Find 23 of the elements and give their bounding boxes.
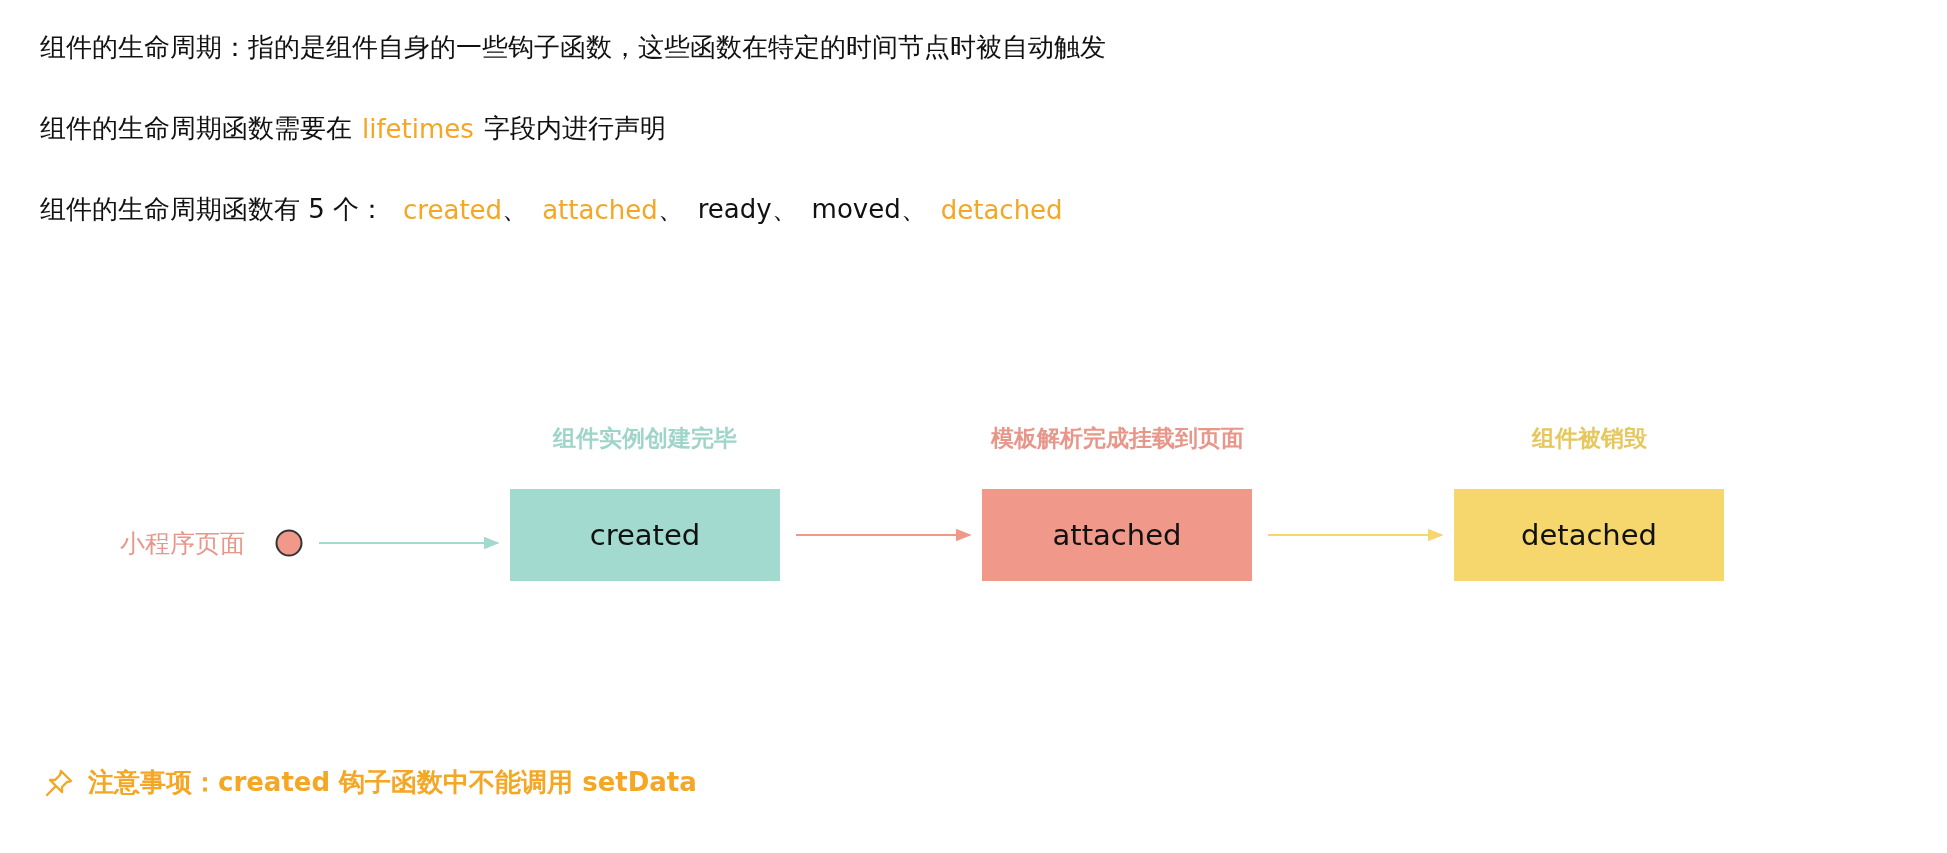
stage-heading: 组件被销毁: [1530, 424, 1648, 453]
text-line: moved、: [811, 193, 927, 226]
arrow: [1267, 528, 1444, 542]
text-line: attached: [542, 194, 658, 225]
text-line: 组件的生命周期：指的是组件自身的一些钩子函数，这些函数在特定的时间节点时被自动触发: [40, 31, 1106, 64]
text-line: 、: [502, 193, 529, 226]
text-line: lifetimes: [362, 113, 474, 144]
node-caption: 小程序页面: [120, 528, 245, 560]
process-box: detached: [1454, 489, 1724, 581]
process-box: created: [510, 489, 780, 581]
stage-heading: 组件实例创建完毕: [552, 424, 738, 453]
process-box: attached: [982, 489, 1252, 581]
text-line: 字段内进行声明: [483, 112, 666, 145]
text-line: 组件的生命周期函数有 5 个：: [40, 193, 386, 226]
note-text: 注意事项：created 钩子函数中不能调用 setData: [88, 766, 697, 799]
text-line: 组件的生命周期函数需要在: [40, 112, 352, 145]
text-line: created: [403, 194, 503, 225]
arrow: [318, 536, 500, 550]
text-line: 、: [657, 193, 684, 226]
text-line: detached: [940, 194, 1063, 225]
text-line: ready、: [697, 193, 798, 226]
stage-heading: 模板解析完成挂载到页面: [989, 424, 1245, 453]
arrow: [795, 528, 972, 542]
